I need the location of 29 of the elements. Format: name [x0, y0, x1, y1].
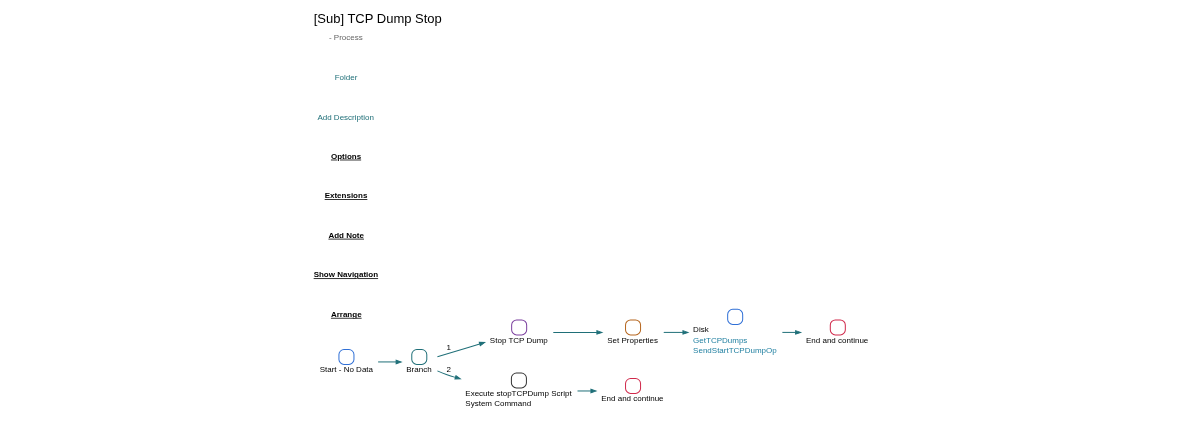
diagram-title: [Sub] TCP Dump Stop	[313, 10, 442, 26]
label: - Process	[328, 32, 363, 42]
node-label: SendStartTCPDumpOp	[693, 345, 777, 355]
node-label: Start - No Data	[319, 364, 374, 374]
label: Folder	[334, 72, 358, 82]
label: Add Description	[317, 112, 374, 122]
arrow	[663, 329, 689, 335]
label: Arrange	[330, 309, 362, 319]
edge-label: 1	[446, 342, 452, 352]
arrow	[781, 329, 802, 335]
node-label: Set Properties	[607, 335, 658, 345]
node-label: Stop TCP Dump	[489, 335, 548, 345]
arrow	[436, 341, 486, 357]
arrow	[377, 359, 402, 364]
label: Extensions	[324, 190, 368, 200]
edge-label: 2	[446, 364, 452, 374]
arrow	[436, 369, 461, 380]
node-label: Branch	[406, 364, 432, 374]
arrow	[552, 329, 603, 335]
label: Show Navigation	[313, 269, 379, 279]
label: Options	[330, 151, 362, 161]
label: Add Note	[328, 230, 364, 240]
node-label: System Command	[465, 398, 532, 408]
node-label: End and continue	[601, 393, 664, 403]
arrow	[577, 388, 597, 393]
node-label: GetTCPDumps	[693, 335, 748, 345]
node-label: End and continue	[806, 335, 869, 345]
node-label: Disk	[693, 324, 709, 334]
node-label: Execute stopTCPDump Script	[465, 388, 572, 398]
